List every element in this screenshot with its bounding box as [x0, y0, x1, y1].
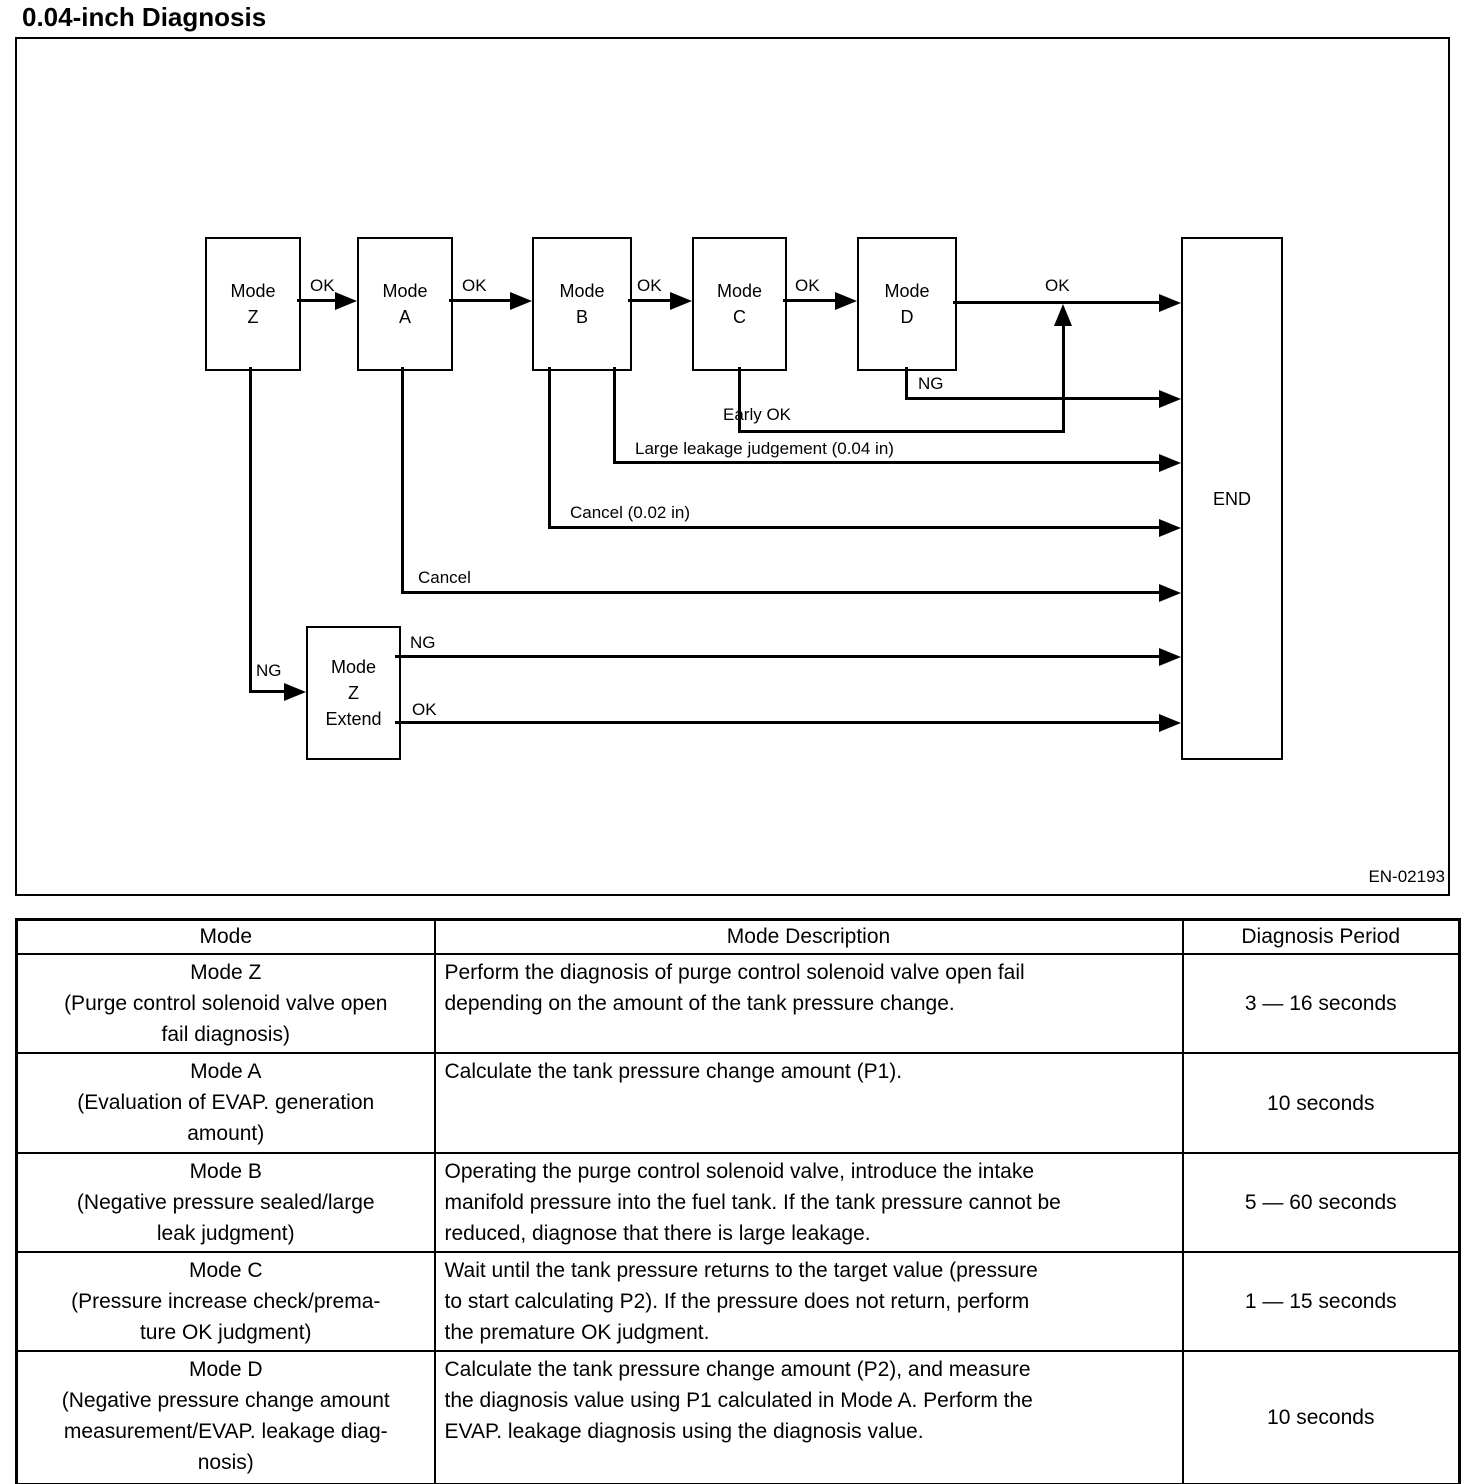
connector-line — [738, 430, 1065, 433]
mode-d-box: Mode D — [857, 237, 957, 371]
label-early-ok: Early OK — [723, 405, 792, 424]
connector-line — [401, 367, 404, 594]
arrowhead-icon — [1159, 294, 1181, 312]
arrowhead-icon — [1159, 454, 1181, 472]
connector-line — [783, 299, 837, 302]
table-row: Mode A (Evaluation of EVAP. generation a… — [15, 1052, 1461, 1154]
connector-line — [628, 299, 672, 302]
label-ok-z-a: OK — [310, 276, 335, 295]
mode-cell: Mode B (Negative pressure sealed/large l… — [15, 1152, 436, 1253]
label-ok-extend: OK — [412, 700, 437, 719]
table-row: Mode B (Negative pressure sealed/large l… — [15, 1152, 1461, 1253]
label-ok-c-d: OK — [795, 276, 820, 295]
connector-line — [548, 367, 551, 529]
connector-line — [548, 526, 1161, 529]
arrowhead-icon — [1159, 519, 1181, 537]
label-ng-mode-z: NG — [256, 661, 282, 680]
description-cell: Calculate the tank pressure change amoun… — [433, 1350, 1184, 1484]
mode-cell: Mode C (Pressure increase check/prema- t… — [15, 1251, 436, 1352]
description-cell: Calculate the tank pressure change amoun… — [433, 1052, 1184, 1154]
connector-line — [401, 591, 1161, 594]
mode-c-box: Mode C — [692, 237, 787, 371]
mode-a-box: Mode A — [357, 237, 453, 371]
label-ok-d-end: OK — [1045, 276, 1070, 295]
table-row: Mode C (Pressure increase check/prema- t… — [15, 1251, 1461, 1352]
arrowhead-icon — [670, 292, 692, 310]
connector-line — [613, 367, 616, 464]
arrowhead-icon — [284, 683, 306, 701]
mode-z-box: Mode Z — [205, 237, 301, 371]
arrowhead-icon — [1159, 714, 1181, 732]
connector-line — [249, 367, 252, 693]
connector-line — [613, 461, 1161, 464]
header-diagnosis-period: Diagnosis Period — [1181, 918, 1461, 955]
figure-code: EN-02193 — [1368, 867, 1445, 886]
arrowhead-icon — [335, 292, 357, 310]
period-cell: 10 seconds — [1181, 1052, 1461, 1154]
table-row: Mode D (Negative pressure change amount … — [15, 1350, 1461, 1484]
diagnosis-table: Mode Mode Description Diagnosis Period M… — [15, 918, 1461, 1484]
period-cell: 5 — 60 seconds — [1181, 1152, 1461, 1253]
label-ng-mode-d: NG — [918, 374, 944, 393]
mode-b-box: Mode B — [532, 237, 632, 371]
connector-line — [905, 367, 908, 400]
connector-line — [738, 367, 741, 433]
mode-z-extend-box: Mode Z Extend — [306, 626, 401, 760]
label-cancel-002: Cancel (0.02 in) — [570, 503, 691, 522]
table-row: Mode Z (Purge control solenoid valve ope… — [15, 953, 1461, 1054]
arrowhead-icon — [1159, 390, 1181, 408]
description-cell: Perform the diagnosis of purge control s… — [433, 953, 1184, 1054]
connector-line — [905, 397, 1161, 400]
connector-line — [395, 721, 1161, 724]
mode-cell: Mode Z (Purge control solenoid valve ope… — [15, 953, 436, 1054]
connector-line — [1062, 324, 1065, 433]
description-cell: Wait until the tank pressure returns to … — [433, 1251, 1184, 1352]
period-cell: 3 — 16 seconds — [1181, 953, 1461, 1054]
arrowhead-icon — [510, 292, 532, 310]
connector-line — [953, 301, 1161, 304]
label-ng-extend: NG — [410, 633, 436, 652]
connector-line — [395, 655, 1161, 658]
mode-cell: Mode A (Evaluation of EVAP. generation a… — [15, 1052, 436, 1154]
mode-cell: Mode D (Negative pressure change amount … — [15, 1350, 436, 1484]
connector-line — [449, 299, 512, 302]
end-box: END — [1181, 237, 1283, 760]
label-ok-b-c: OK — [637, 276, 662, 295]
page-title: 0.04-inch Diagnosis — [22, 2, 267, 32]
label-ok-a-b: OK — [462, 276, 487, 295]
header-mode: Mode — [15, 918, 436, 955]
label-cancel: Cancel — [418, 568, 471, 587]
period-cell: 1 — 15 seconds — [1181, 1251, 1461, 1352]
flowchart-frame — [15, 37, 1450, 896]
header-mode-description: Mode Description — [433, 918, 1184, 955]
period-cell: 10 seconds — [1181, 1350, 1461, 1484]
connector-line — [297, 299, 337, 302]
label-large-leakage: Large leakage judgement (0.04 in) — [635, 439, 894, 458]
arrowhead-up-icon — [1054, 304, 1072, 326]
arrowhead-icon — [835, 292, 857, 310]
description-cell: Operating the purge control solenoid val… — [433, 1152, 1184, 1253]
table-header-row: Mode Mode Description Diagnosis Period — [15, 918, 1461, 955]
arrowhead-icon — [1159, 584, 1181, 602]
arrowhead-icon — [1159, 648, 1181, 666]
connector-line — [249, 690, 286, 693]
